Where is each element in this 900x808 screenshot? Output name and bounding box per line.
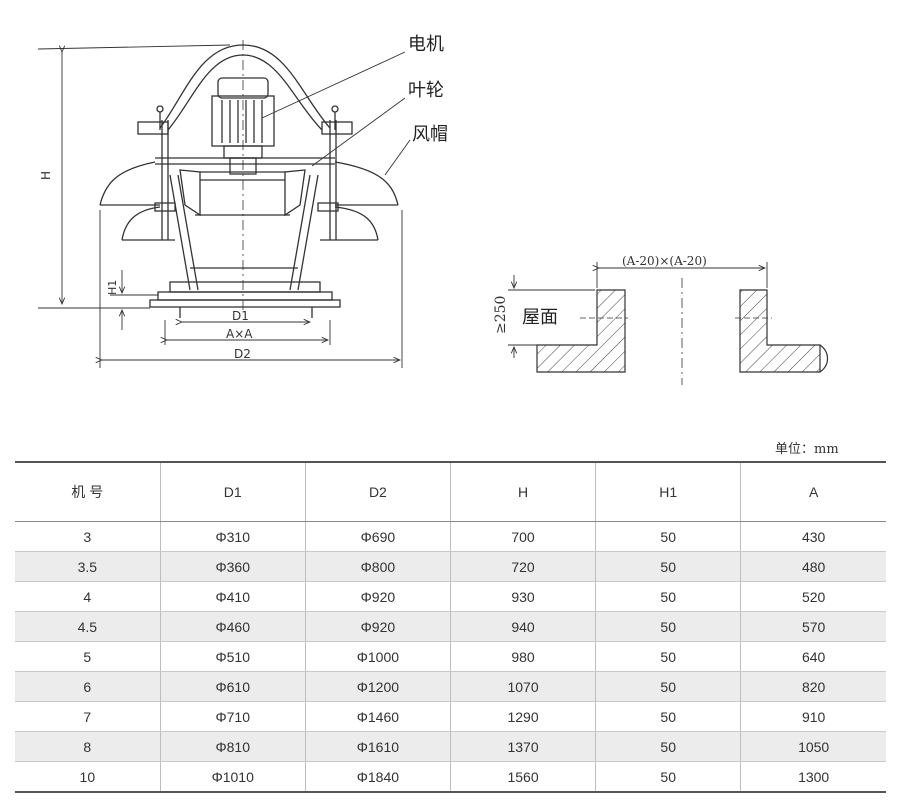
leader-lines <box>261 51 411 176</box>
cell-h1: 50 <box>595 551 741 582</box>
col-header-h: H <box>449 462 596 522</box>
cell-h: 720 <box>449 551 596 582</box>
cell-model: 10 <box>15 761 161 793</box>
table-row: 5 Φ510 Φ1000 980 50 640 <box>15 641 886 672</box>
hood <box>99 161 156 206</box>
impeller <box>179 169 306 217</box>
fan-elevation <box>99 40 399 318</box>
unit-note: 单位：mm <box>775 442 839 457</box>
cell-h1: 50 <box>595 671 741 702</box>
cell-d1: Φ1010 <box>159 761 306 793</box>
col-header-a: A <box>740 462 886 522</box>
col-header-d1: D1 <box>159 462 306 522</box>
cell-d1: Φ310 <box>159 521 306 552</box>
cell-d2: Φ920 <box>304 581 451 612</box>
cell-d2: Φ800 <box>304 551 451 582</box>
cell-d2: Φ1000 <box>304 641 451 672</box>
dim-D1-label: D1 <box>232 309 249 323</box>
cell-model: 3.5 <box>15 551 161 582</box>
cell-d1: Φ410 <box>159 581 306 612</box>
cell-a: 820 <box>740 671 886 702</box>
cell-d1: Φ460 <box>159 611 306 642</box>
cell-h1: 50 <box>595 581 741 612</box>
motor-cover <box>159 44 331 129</box>
cell-h1: 50 <box>595 521 741 552</box>
cell-model: 4.5 <box>15 611 161 642</box>
roof-section-right <box>739 289 821 373</box>
spec-table: 机 号 D1 D2 H H1 A 3 Φ310 Φ690 700 50 430 … <box>15 461 886 793</box>
roof-height-label: ≥250 <box>493 296 509 334</box>
table-row: 4 Φ410 Φ920 930 50 520 <box>15 581 886 612</box>
cell-model: 3 <box>15 521 161 552</box>
cell-a: 570 <box>740 611 886 642</box>
cell-h: 980 <box>449 641 596 672</box>
cell-h: 1290 <box>449 701 596 732</box>
table-row: 4.5 Φ460 Φ920 940 50 570 <box>15 611 886 642</box>
dim-H-label: H <box>39 171 53 180</box>
col-header-h1: H1 <box>595 462 741 522</box>
cell-a: 430 <box>740 521 886 552</box>
table-row: 3 Φ310 Φ690 700 50 430 <box>15 521 886 552</box>
roof-section-left <box>536 289 626 373</box>
table-row: 6 Φ610 Φ1200 1070 50 820 <box>15 671 886 702</box>
cell-d2: Φ1840 <box>304 761 451 793</box>
cell-h: 930 <box>449 581 596 612</box>
cell-d2: Φ690 <box>304 521 451 552</box>
cell-h1: 50 <box>595 641 741 672</box>
cell-a: 1050 <box>740 731 886 762</box>
dimension-lines <box>37 44 403 368</box>
cell-d1: Φ610 <box>159 671 306 702</box>
cell-a: 910 <box>740 701 886 732</box>
impeller-label: 叶轮 <box>408 80 444 101</box>
cell-a: 640 <box>740 641 886 672</box>
cell-h1: 50 <box>595 731 741 762</box>
cell-d2: Φ920 <box>304 611 451 642</box>
table-row: 7 Φ710 Φ1460 1290 50 910 <box>15 701 886 732</box>
cell-d1: Φ360 <box>159 551 306 582</box>
cell-d1: Φ810 <box>159 731 306 762</box>
cell-d1: Φ510 <box>159 641 306 672</box>
cell-d2: Φ1610 <box>304 731 451 762</box>
table-row: 8 Φ810 Φ1610 1370 50 1050 <box>15 731 886 762</box>
cell-h1: 50 <box>595 611 741 642</box>
table-row: 3.5 Φ360 Φ800 720 50 480 <box>15 551 886 582</box>
cell-h1: 50 <box>595 761 741 793</box>
cell-h: 1370 <box>449 731 596 762</box>
roof-label: 屋面 <box>522 307 558 328</box>
header-row: 机 号 D1 D2 H H1 A <box>15 462 886 522</box>
dim-AxA-label: A×A <box>226 327 253 341</box>
cell-d2: Φ1460 <box>304 701 451 732</box>
col-header-model: 机 号 <box>15 462 161 522</box>
cell-model: 4 <box>15 581 161 612</box>
cell-model: 6 <box>15 671 161 702</box>
cell-h: 1560 <box>449 761 596 793</box>
col-header-d2: D2 <box>304 462 451 522</box>
cell-a: 1300 <box>740 761 886 793</box>
technical-drawing: 电机 叶轮 风帽 H H1 D1 A×A D2 <box>37 34 829 385</box>
cell-model: 8 <box>15 731 161 762</box>
dim-D2-label: D2 <box>234 347 251 361</box>
cell-h1: 50 <box>595 701 741 732</box>
dim-H1-label: H1 <box>106 280 119 295</box>
roof-detail <box>508 262 829 385</box>
cell-h: 940 <box>449 611 596 642</box>
cell-model: 7 <box>15 701 161 732</box>
motor-label: 电机 <box>408 34 444 55</box>
cell-model: 5 <box>15 641 161 672</box>
cell-a: 520 <box>740 581 886 612</box>
cell-h: 1070 <box>449 671 596 702</box>
table-row: 10 Φ1010 Φ1840 1560 50 1300 <box>15 761 886 793</box>
cell-a: 480 <box>740 551 886 582</box>
cell-h: 700 <box>449 521 596 552</box>
hood-label: 风帽 <box>412 124 448 145</box>
roof-opening-label: (A-20)×(A-20) <box>622 254 707 268</box>
cell-d1: Φ710 <box>159 701 306 732</box>
cell-d2: Φ1200 <box>304 671 451 702</box>
